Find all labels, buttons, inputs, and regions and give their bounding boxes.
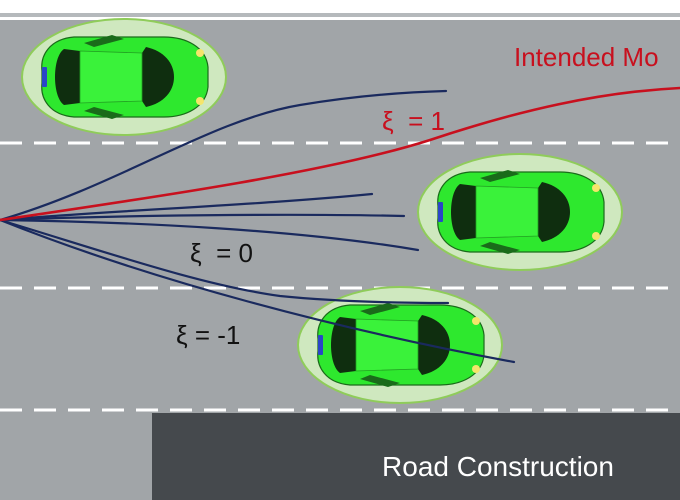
trajectory-curve: [0, 213, 406, 222]
trajectory-curve: [0, 218, 420, 252]
road-construction-label: Road Construction: [382, 451, 614, 482]
vehicle-top-left: [21, 18, 227, 136]
vehicle-bottom: [297, 286, 503, 404]
intended-motion-label: Intended Mo: [514, 42, 659, 72]
intended-motion-path: [0, 86, 680, 222]
car-icon: [317, 302, 485, 388]
xi-zero-label: ξ = 0: [190, 238, 253, 268]
vehicle-middle-right: [417, 153, 623, 271]
road-construction-zone: [152, 413, 680, 500]
car-icon: [437, 169, 605, 255]
xi-positive-label: ξ = 1: [382, 106, 445, 136]
trajectory-curve: [0, 89, 448, 222]
xi-negative-label: ξ = -1: [176, 320, 240, 350]
trajectory-curve: [0, 218, 450, 305]
car-icon: [41, 34, 209, 120]
trajectory-curve: [0, 218, 516, 364]
trajectory-curve: [0, 192, 374, 222]
